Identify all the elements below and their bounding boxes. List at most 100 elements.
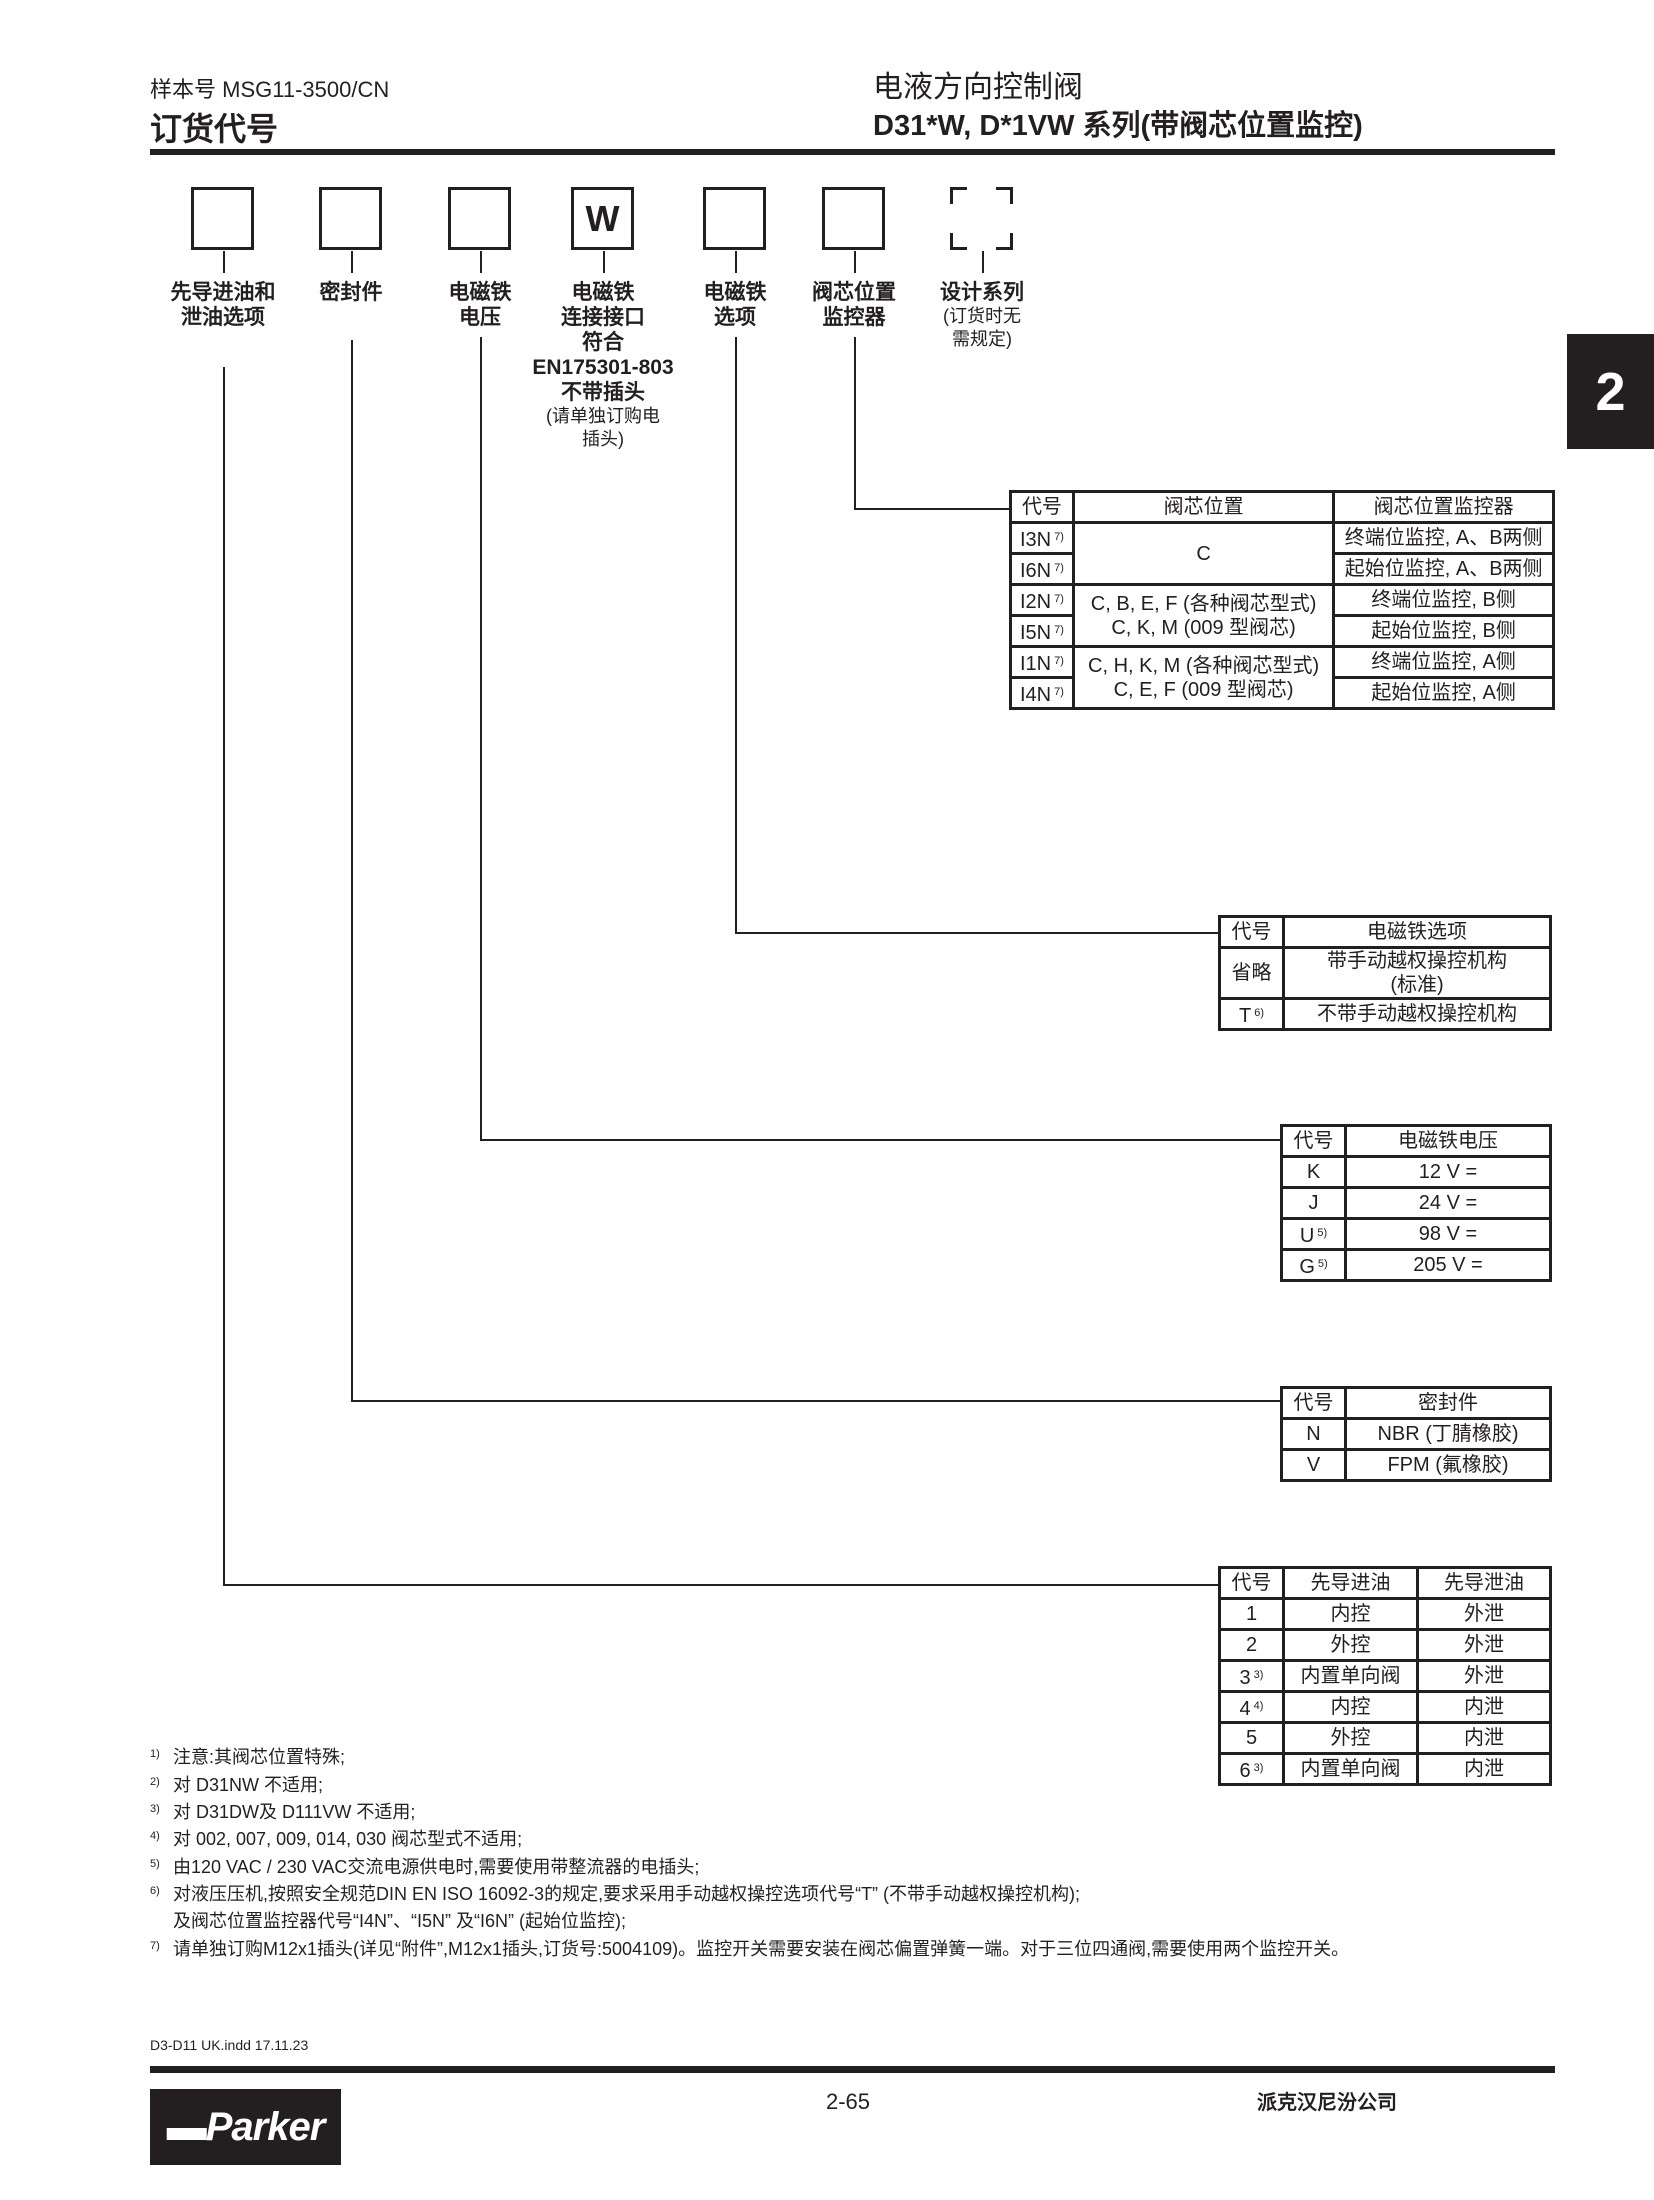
page-number: 2-65: [826, 2089, 871, 2114]
value-cell: 内控: [1282, 1690, 1419, 1724]
code-label: 先导进油和 泄油选项: [148, 280, 298, 330]
leader-line: [854, 508, 1009, 510]
monitor-cell: 终端位监控, A、B两侧: [1332, 521, 1555, 555]
code-cell: 2: [1218, 1628, 1285, 1662]
file-info: D3-D11 UK.indd 17.11.23: [150, 2037, 309, 2053]
code-cell: 1: [1218, 1597, 1285, 1631]
header-cell: 代号: [1280, 1386, 1347, 1420]
value-cell: 205 V =: [1344, 1248, 1552, 1282]
page-title: 电液方向控制阀: [873, 71, 1083, 104]
footnote-text: 对 002, 007, 009, 014, 030 阀芯型式不适用;: [173, 1829, 523, 1849]
leader-line: [480, 1139, 1280, 1141]
value-cell: 不带手动越权操控机构: [1282, 997, 1552, 1031]
leader-line: [223, 1584, 1218, 1586]
footnote: 5) 由120 VAC / 230 VAC交流电源供电时,需要使用带整流器的电插头…: [150, 1853, 699, 1879]
leader-line: [735, 337, 737, 932]
code-cell: J: [1280, 1186, 1347, 1220]
header-cell: 电磁铁电压: [1344, 1124, 1552, 1158]
footnote: 3) 对 D31DW及 D111VW 不适用;: [150, 1798, 415, 1824]
series-title: D31*W, D*1VW 系列(带阀芯位置监控): [873, 110, 1363, 142]
header-cell: 代号: [1218, 1566, 1285, 1600]
footnote-number: 6): [150, 1885, 160, 1897]
parker-logo: ▬Parker: [150, 2089, 341, 2165]
monitor-cell: 终端位监控, B侧: [1332, 583, 1555, 617]
code-cell: K: [1280, 1155, 1347, 1189]
code-cell: N: [1280, 1417, 1347, 1451]
corner-mark: [950, 233, 967, 250]
label-text: 先导进油和 泄油选项: [170, 281, 276, 329]
footnote: 6)对液压压机,按照安全规范DIN EN ISO 16092-3的规定,要求采用…: [150, 1880, 1080, 1906]
footnote-text: 对 D31DW及 D111VW 不适用;: [173, 1802, 416, 1822]
footnote: 7) 请单独订购M12x1插头(详见“附件”,M12x1插头,订货号:500410…: [150, 1935, 1349, 1961]
code-box: [703, 187, 766, 250]
leader-line: [982, 251, 984, 273]
value-cell: 12 V =: [1344, 1155, 1552, 1189]
leader-line: [351, 251, 353, 273]
footnote-text: 由120 VAC / 230 VAC交流电源供电时,需要使用带整流器的电插头;: [173, 1857, 700, 1877]
leader-line: [480, 337, 482, 1139]
footnote-text: 注意:其阀芯位置特殊;: [173, 1747, 346, 1767]
section-title: 订货代号: [150, 111, 279, 147]
position-cell: C, H, K, M (各种阀芯型式) C, E, F (009 型阀芯): [1071, 645, 1336, 710]
footnote: 1) 注意:其阀芯位置特殊;: [150, 1743, 345, 1769]
label-text: 电磁铁 连接接口 符合 EN175301-803 不带插头: [532, 281, 674, 404]
label-note: (请单独订购电 插头): [546, 406, 660, 449]
code-label: 电磁铁 电压: [405, 280, 555, 330]
code-box: [822, 187, 885, 250]
value-cell: 24 V =: [1344, 1186, 1552, 1220]
leader-line: [480, 251, 482, 273]
value-cell: 内置单向阀: [1282, 1659, 1419, 1693]
footer-rule: [150, 2066, 1555, 2073]
corner-mark: [950, 187, 967, 204]
value-cell: 外控: [1282, 1721, 1419, 1755]
code-box: [448, 187, 511, 250]
header-cell: 先导进油: [1282, 1566, 1419, 1600]
footnote-number: 3): [150, 1803, 160, 1815]
footnote-number: 1): [150, 1748, 160, 1760]
code-cell: V: [1280, 1448, 1347, 1482]
value-cell: 外泄: [1416, 1597, 1552, 1631]
header-cell: 密封件: [1344, 1386, 1552, 1420]
monitor-cell: 起始位监控, B侧: [1332, 614, 1555, 648]
footnote: 4) 对 002, 007, 009, 014, 030 阀芯型式不适用;: [150, 1825, 522, 1851]
corner-mark: [996, 187, 1013, 204]
footnote-text: 请单独订购M12x1插头(详见“附件”,M12x1插头,订货号:5004109)…: [173, 1939, 1350, 1959]
monitor-cell: 起始位监控, A、B两侧: [1332, 552, 1555, 586]
code-cell: 5: [1218, 1721, 1285, 1755]
leader-line: [351, 1400, 1280, 1402]
header-cell: 代号: [1218, 915, 1285, 949]
header-cell: 电磁铁选项: [1282, 915, 1552, 949]
code-box: [950, 187, 1013, 250]
corner-mark: [996, 233, 1013, 250]
code-box: [191, 187, 254, 250]
footnote-number: 7): [150, 1940, 160, 1952]
header-cell: 代号: [1009, 490, 1075, 524]
value-cell: 内控: [1282, 1597, 1419, 1631]
label-text: 密封件: [319, 281, 383, 304]
footnote: 2)对 D31NW 不适用;: [150, 1771, 323, 1797]
leader-line: [603, 251, 605, 273]
footnote-number: 4): [150, 1830, 160, 1842]
footnote-number: 5): [150, 1858, 160, 1870]
code-label: 电磁铁 选项: [660, 280, 810, 330]
